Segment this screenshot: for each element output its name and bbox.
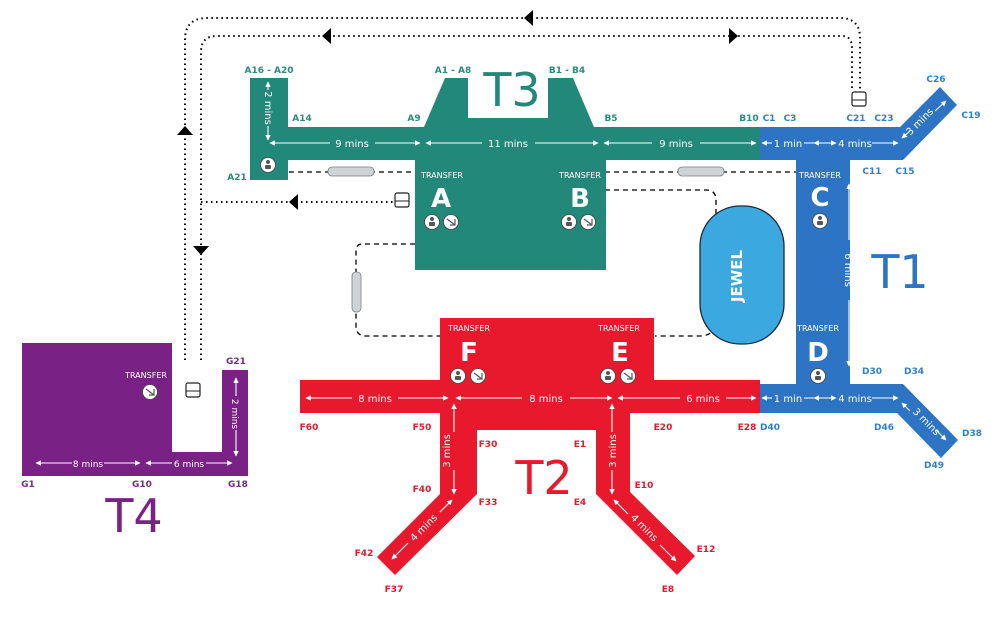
jewel-building [699,205,785,345]
gate-label: A21 [227,173,247,183]
duration-label: 9 mins [335,139,369,150]
transfer-icon [142,214,636,400]
gate-label: E4 [574,498,586,508]
gate-label: F40 [413,485,432,495]
transfer-label: TRANSFER [447,324,490,333]
gate-label: D49 [924,461,944,471]
transfer-label: TRANSFER [597,324,640,333]
gate-label: C1 [763,114,776,124]
pier-letters: A B C D F E [431,183,830,368]
gate-label: D46 [874,423,894,433]
gate-label: C26 [926,75,945,85]
duration-label: 3 mins [442,434,453,468]
transfer-label: TRANSFER [420,171,463,180]
duration-label: 2 mins [229,399,239,430]
terminal-1-label: T1 [870,245,928,299]
gate-label: E12 [697,545,716,555]
shuttle-route-arrows [177,10,738,255]
gate-label: C21 [846,114,865,124]
gate-label: D38 [962,429,982,439]
shuttle-bus-icon-details [186,99,866,392]
transfer-label: TRANSFER [558,171,601,180]
duration-label: 8 mins [73,460,104,470]
transfer-labels: TRANSFER TRANSFER TRANSFER TRANSFER TRAN… [124,171,841,380]
terminal-4-label: T4 [104,489,162,543]
gate-label: C3 [784,114,797,124]
duration-label: 1 min [774,139,802,150]
gate-label: D34 [904,367,924,377]
transfer-label: TRANSFER [798,171,841,180]
duration-label: 11 mins [488,139,528,150]
gate-label: F33 [479,498,498,508]
gate-label: B5 [604,114,617,124]
gate-label: B10 [739,114,758,124]
terminal-3-gates: A16 - A20 A1 - A8 B1 - B4 A14 A9 B5 B10 … [227,66,758,183]
terminal-3-shape [250,78,760,270]
gate-label: C15 [895,167,914,177]
gate-label: F60 [300,423,319,433]
gate-label: E20 [654,423,673,433]
duration-label: 8 mins [529,394,563,405]
duration-label: 1 min [774,394,802,405]
duration-label: 4 mins [838,139,872,150]
gate-label: C11 [862,167,881,177]
gate-label: A16 - A20 [245,66,294,76]
gate-label: F30 [479,440,498,450]
pier-c: C [810,183,829,213]
terminal-4-gates: G21 G1 G10 G18 [21,357,248,490]
duration-label: 4 mins [838,394,872,405]
gate-label: C23 [874,114,893,124]
gate-label: D40 [760,423,780,433]
gate-label: E28 [738,423,757,433]
duration-label: 6 mins [842,253,853,287]
shuttle-bus-icon [185,91,867,398]
walk-lines [35,81,947,562]
pier-b: B [570,184,590,214]
gate-label: B1 - B4 [549,66,585,76]
pier-d: D [807,338,829,368]
gate-label: G10 [132,480,152,490]
pier-a: A [431,184,451,214]
pier-e: E [611,338,629,368]
terminal-3-label: T3 [482,63,540,117]
duration-label: 2 mins [262,91,273,125]
gate-label: E8 [662,585,674,595]
duration-label: 9 mins [659,139,693,150]
duration-label: 6 mins [174,460,205,470]
gate-label: C19 [961,111,980,121]
gate-label: A9 [407,114,420,124]
jewel-label: JEWEL [728,249,746,303]
transfer-label: TRANSFER [124,371,167,380]
transfer-label: TRANSFER [796,324,839,333]
gate-label: G21 [226,357,246,367]
gate-label: G1 [21,480,35,490]
terminal-1-gates: C1 C3 C21 C23 C26 C19 C11 C15 D30 D34 D4… [760,75,982,471]
duration-label: 3 mins [608,434,619,468]
gate-label: F37 [385,585,404,595]
passenger-icon-glyph [265,160,823,380]
gate-label: D30 [862,367,882,377]
gate-label: F50 [413,423,432,433]
terminal-2-label: T2 [514,451,572,505]
terminal-1-shape [760,87,958,458]
terminal-4-shape [22,343,248,476]
gate-label: G18 [228,480,248,490]
shuttle-route [184,17,861,360]
gate-label: A14 [292,114,312,124]
gate-label: E1 [574,440,586,450]
duration-label: 8 mins [358,394,392,405]
gate-label: F42 [355,549,374,559]
terminal-2-gates: F60 F50 F30 F33 F40 F42 F37 E1 E4 E10 E1… [300,423,757,595]
gate-label: E10 [635,481,654,491]
pier-f: F [460,338,478,368]
duration-label: 6 mins [686,394,720,405]
gate-label: A1 - A8 [435,66,471,76]
terminal-2-shape [300,318,760,575]
